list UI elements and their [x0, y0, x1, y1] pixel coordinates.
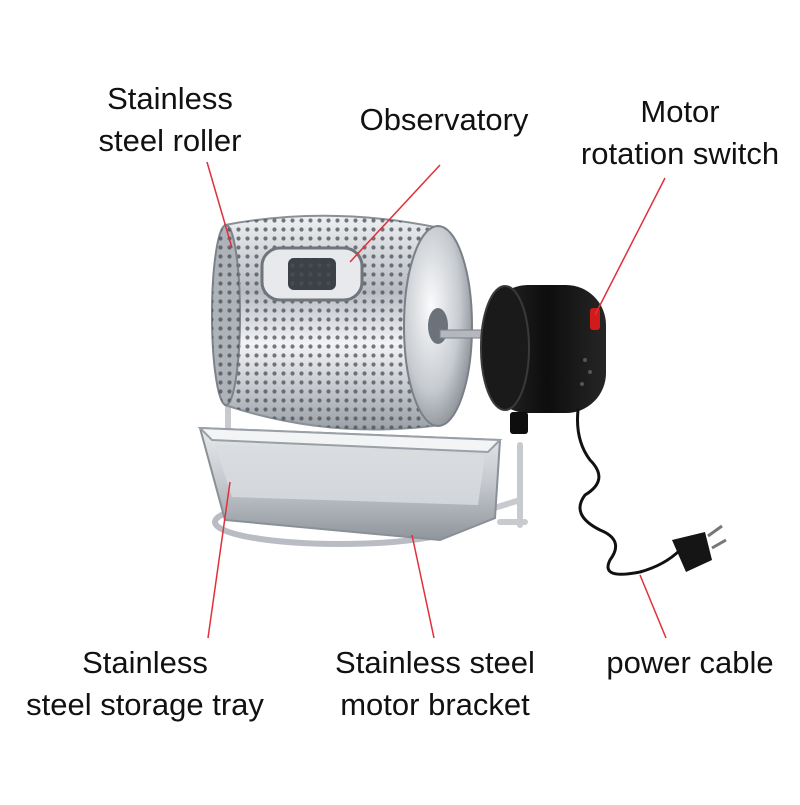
- leader-cable: [639, 574, 667, 639]
- observatory-window: [260, 246, 364, 302]
- power-plug: [672, 524, 727, 572]
- storage-tray: [197, 426, 503, 542]
- leader-tray: [207, 481, 231, 639]
- leader-observatory: [349, 164, 441, 263]
- label-line: rotation switch: [580, 136, 780, 171]
- leader-bracket: [411, 534, 435, 639]
- label-line: Stainless: [82, 645, 208, 680]
- label-line: steel storage tray: [26, 687, 264, 722]
- label-line: motor bracket: [340, 687, 530, 722]
- label-line: steel roller: [98, 123, 242, 158]
- label-line: Stainless: [107, 81, 233, 116]
- label-line: Observatory: [359, 102, 529, 137]
- label-line: Stainless steel: [335, 645, 535, 680]
- label-storage-tray: Stainless steel storage tray: [0, 642, 290, 726]
- leader-lines: [206, 161, 667, 639]
- leader-roller: [206, 161, 233, 249]
- label-power-cable: power cable: [585, 642, 795, 684]
- label-motor-rotation-switch: Motor rotation switch: [560, 91, 800, 175]
- label-observatory: Observatory: [330, 99, 558, 141]
- label-stainless-steel-roller: Stainless steel roller: [60, 78, 280, 162]
- label-motor-bracket: Stainless steel motor bracket: [310, 642, 560, 726]
- leader-switch: [594, 177, 666, 316]
- power-cable: [576, 408, 682, 576]
- label-line: power cable: [606, 645, 774, 680]
- label-line: Motor: [640, 94, 720, 129]
- motor-rotation-switch[interactable]: [590, 308, 600, 330]
- motor: [480, 285, 606, 434]
